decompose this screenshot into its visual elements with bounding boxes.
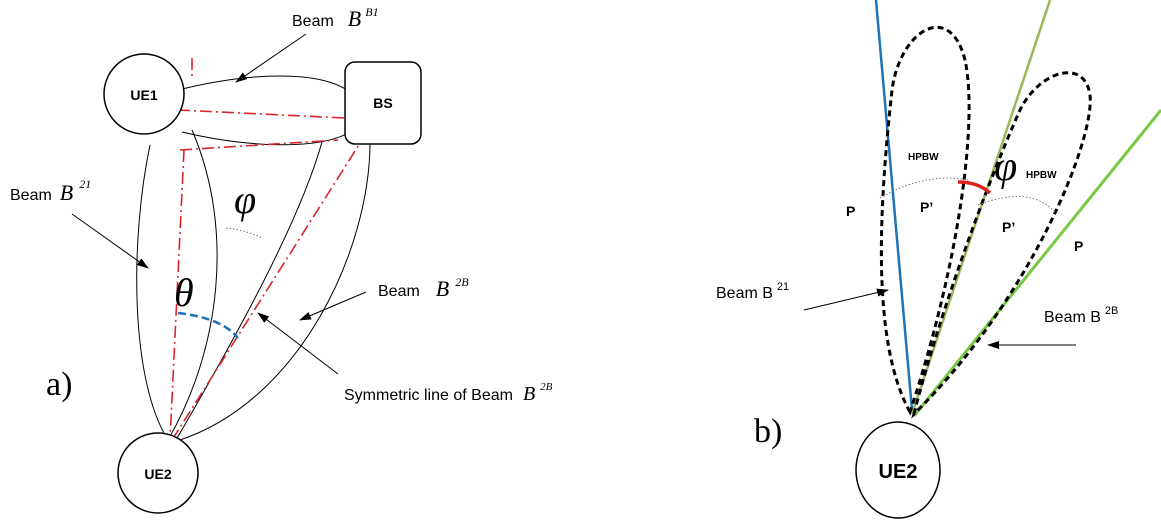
beam-b-21-outline: [136, 129, 218, 441]
phi-arc: [225, 227, 263, 239]
beam-b-21-label: Beam B 21: [10, 177, 91, 205]
red-symmetric-lines: [169, 58, 363, 441]
beam-b-b1-label: Beam B B1: [292, 5, 379, 31]
beam-b-b1-outline: [177, 75, 351, 146]
beam-b21-arrow-b: [803, 288, 889, 311]
ue2-label: UE2: [144, 466, 171, 482]
symmetric-line-label: Symmetric line of Beam B 2B: [344, 381, 553, 405]
panel-b-label: b): [754, 413, 782, 450]
beam-b-b1-arrow: [235, 33, 307, 83]
panel-a-label: a): [46, 366, 72, 403]
hpbw-label-right: HPBW: [1026, 170, 1057, 181]
theta-arc: [177, 311, 239, 339]
bs-label: BS: [373, 95, 392, 111]
olive-line: [910, 0, 1052, 415]
beam-b21-label-b: Beam B 21: [716, 281, 789, 302]
beam-b-2b-right-outline: [179, 141, 371, 441]
ue1-node: [103, 53, 185, 135]
ue2-node-b: [855, 421, 941, 519]
lobe-b2b: [911, 71, 1092, 419]
ue2-label-b: UE2: [879, 461, 918, 483]
phi-arc-red: [957, 180, 992, 195]
green-line: [912, 109, 1161, 417]
ue1-label: UE1: [130, 87, 157, 103]
symmetric-line-arrow: [257, 312, 339, 375]
lobe-b21: [879, 25, 971, 416]
p-label-left: P: [846, 203, 855, 219]
beam-b-21-arrow: [71, 213, 149, 269]
beam-b2b-label-b: Beam B 2B: [1044, 305, 1118, 326]
panel-b: UE2 φ HPBW HPBW P P’ P’ P Beam B 21 Beam…: [716, 0, 1161, 519]
beam-b-2b-arrow: [299, 291, 367, 321]
phi-symbol-b: φ: [994, 144, 1017, 190]
ue2-node: [117, 432, 199, 514]
theta-symbol: θ: [174, 270, 194, 315]
p-prime-label-left: P’: [920, 199, 933, 215]
blue-line: [874, 0, 914, 411]
beam-b-2b-label: Beam B 2B: [378, 275, 469, 301]
hpbw-label-left: HPBW: [908, 152, 939, 163]
p-label-right: P: [1074, 238, 1083, 254]
beam-b-2b-left-outline: [175, 141, 323, 441]
panel-a: UE1 BS UE2 Beam B B1 Beam B 21 φ θ Beam …: [10, 5, 553, 514]
bs-node: [344, 61, 422, 145]
hpbw-arc-right: [977, 196, 1056, 213]
phi-symbol: φ: [234, 177, 256, 222]
p-prime-label-right: P’: [1002, 219, 1015, 235]
